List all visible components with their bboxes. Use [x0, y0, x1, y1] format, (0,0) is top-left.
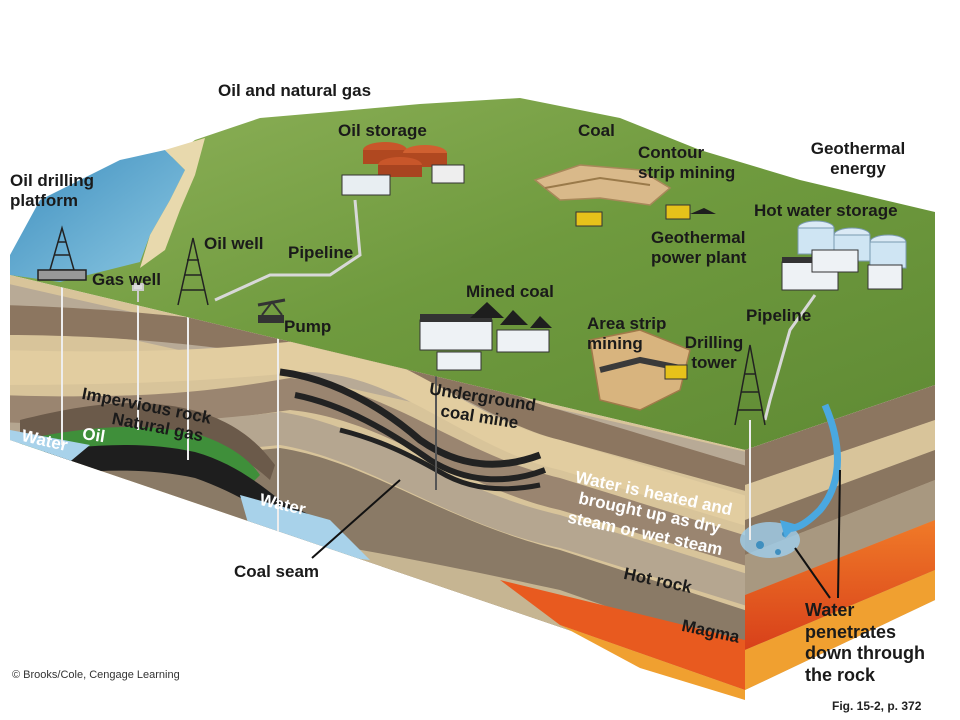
label-oil-and-natural-gas: Oil and natural gas: [218, 81, 372, 100]
coal-seam-3: [339, 427, 541, 492]
label-coal-seam: Coal seam: [234, 562, 320, 581]
oil-well-derrick: [177, 237, 209, 306]
geothermal-power-plant: [781, 249, 903, 291]
label-contour-line1: Contour: [638, 143, 705, 162]
label-area-strip-mining: Area strip mining: [587, 314, 666, 355]
natural-gas-layer: [20, 426, 260, 485]
land-surface: [10, 98, 935, 450]
label-coal: Coal: [578, 121, 615, 140]
label-pump: Pump: [284, 317, 332, 336]
oil-storage-tanks: [363, 142, 447, 177]
coal-facility: [419, 302, 552, 371]
water-flow-arrow: [784, 403, 841, 532]
excavator-contour: [665, 204, 691, 220]
label-power-plant-line1: Geothermal: [651, 228, 746, 247]
pump-jack: [257, 298, 286, 323]
label-geothermal-energy: Geothermal energy: [796, 139, 920, 180]
label-area-strip-line1: Area strip: [587, 314, 667, 333]
oil-drilling-platform: [37, 225, 87, 281]
label-drilling-tower: Drilling tower: [672, 333, 756, 374]
label-water-penetrates-line4: the rock: [805, 664, 876, 685]
pipeline-surface-right: [763, 294, 817, 421]
label-geothermal-energy-line2: energy: [830, 159, 886, 179]
excavator-area: [575, 211, 603, 227]
label-water-penetrates-line2: penetrates: [805, 621, 897, 642]
water-penetrates-pointer-1: [837, 469, 841, 599]
label-contour-line2: strip mining: [638, 163, 736, 183]
top-surface: [10, 98, 935, 450]
ocean: [10, 150, 185, 282]
figure-reference: Fig. 15-2, p. 372: [832, 699, 922, 713]
label-area-strip-line2: mining: [587, 334, 643, 354]
pipeline-surface-left: [214, 199, 362, 302]
label-water-penetrates-line3: down through: [805, 643, 925, 664]
label-pipeline-right: Pipeline: [746, 306, 812, 325]
label-geothermal-energy-line1: Geothermal: [810, 139, 906, 158]
excavator-area-strip: [664, 364, 688, 380]
label-geothermal-power-plant: Geothermal power plant: [651, 228, 746, 269]
hot-rock-front: [500, 580, 745, 690]
label-mined-coal: Mined coal: [466, 282, 554, 301]
label-oil: Oil: [81, 424, 107, 447]
label-water-penetrates: Water penetrates down through the rock: [805, 600, 925, 686]
label-drilling-line2: tower: [691, 353, 737, 373]
label-contour-strip-mining: Contour strip mining: [638, 143, 735, 184]
magma-front: [560, 625, 745, 700]
label-drilling-line1: Drilling: [684, 333, 744, 352]
label-oil-drilling-line2: platform: [10, 191, 78, 211]
label-oil-drilling-line1: Oil drilling: [10, 171, 95, 190]
gas-well-derrick: [132, 283, 144, 302]
coal-seam-pointer: [311, 479, 401, 559]
area-strip-mine: [589, 329, 691, 411]
hot-rock-side: [745, 520, 935, 650]
oil-storage-building: [341, 174, 391, 196]
label-hot-water-storage: Hot water storage: [754, 201, 898, 220]
label-power-plant-line2: power plant: [651, 248, 747, 268]
drilling-tower: [734, 344, 766, 426]
label-oil-drilling-platform: Oil drilling platform: [10, 171, 94, 212]
label-oil-well: Oil well: [204, 234, 264, 253]
water-layer-mid: [240, 495, 370, 560]
oil-layer: [20, 444, 320, 528]
label-oil-storage: Oil storage: [338, 121, 427, 140]
impervious-rock-layer: [20, 403, 275, 480]
label-pipeline-left: Pipeline: [288, 243, 354, 262]
label-water-penetrates-line1: Water: [805, 600, 855, 620]
label-gas-well: Gas well: [92, 270, 161, 289]
coal-seam-2: [294, 392, 547, 483]
beach: [140, 138, 205, 268]
water-penetrates-pointer-2: [794, 547, 831, 599]
contour-strip-mine: [533, 164, 672, 206]
coal-seam-1: [279, 368, 542, 468]
publisher-credit: © Brooks/Cole, Cengage Learning: [12, 669, 180, 681]
